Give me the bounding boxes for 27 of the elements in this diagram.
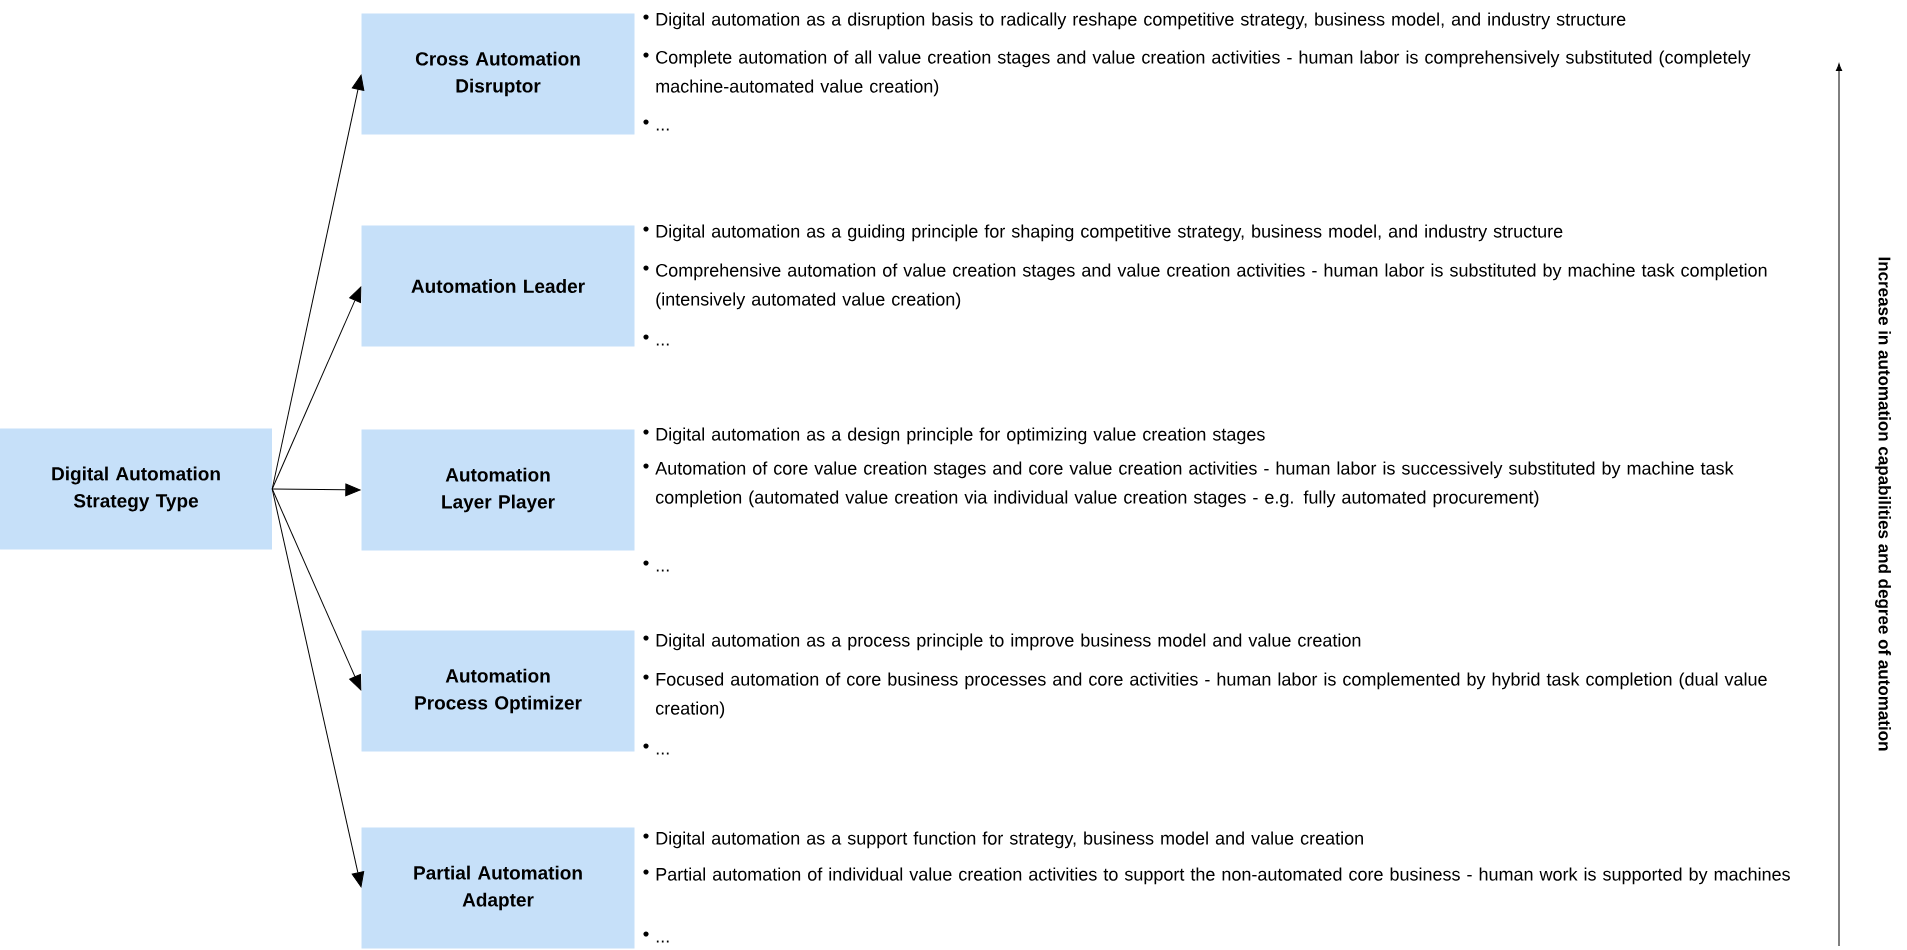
axis-label: Increase in automation capabilities and degree of automation (1875, 257, 1891, 751)
description-text: Digital automation as a design principle for optimizing value creation stages (656, 427, 1265, 445)
description-text: Automation of core value creation stages and core value creation activities - human labor is successively substituted by machine task completion (automated value creation via individual value creation stages - e.g. fully automated procurement) (655, 461, 1734, 508)
strategy-box: Cross Automation Disruptor (361, 13, 635, 135)
description-text: Focused automation of core business processes and core activities - human labor is complemented by hybrid task completion (dual value creation) (656, 672, 1767, 719)
arrow (271, 488, 365, 888)
description-text: Comprehensive automation of value creation stages and value creation activities - human labor is substituted by machine task completion (intensively automated value creation) (656, 263, 1767, 310)
description-text: Digital automation as a disruption basis to radically reshape competitive strategy, business model, and industry structure (656, 12, 1626, 30)
strategy-box: Automation Layer Player (361, 429, 635, 551)
arrow (271, 74, 365, 490)
arrow (271, 286, 362, 490)
description-text: Complete automation of all value creation stages and value creation activities - human labor is comprehensively substituted (completely machine-automated value creation) (656, 50, 1751, 97)
description-text: Digital automation as a support function for strategy, business model and value creation (656, 831, 1363, 849)
description-text: ... (656, 752, 669, 755)
arrow (271, 483, 361, 497)
description-text: Digital automation as a process principle to improve business model and value creation (656, 633, 1361, 651)
category-box: Digital Automation Strategy Type (0, 428, 272, 550)
description-text: ... (656, 343, 669, 346)
strategy-box: Automation Leader (361, 225, 635, 347)
description-text: ... (656, 940, 669, 943)
description-text: Digital automation as a guiding principle for shaping competitive strategy, business model, and industry structure (656, 224, 1563, 242)
description-text: ... (656, 128, 669, 131)
strategy-box: Partial Automation Adapter (361, 827, 635, 949)
description-text: ... (656, 569, 669, 572)
description-text: Partial automation of individual value creation activities to support the non-automated core business - human work is supported by machines (656, 867, 1790, 885)
arrow (271, 488, 362, 691)
strategy-box: Automation Process Optimizer (361, 630, 635, 752)
